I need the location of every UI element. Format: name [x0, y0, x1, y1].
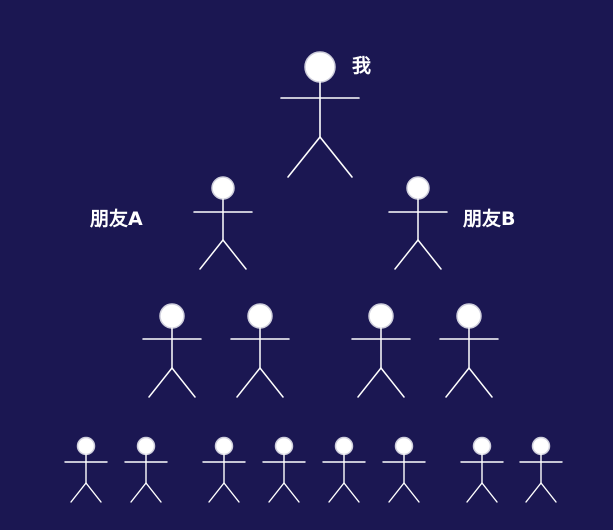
- figure-right-leg: [403, 482, 420, 503]
- figure-right-leg: [417, 239, 442, 270]
- stick-figure-third-degree-8: [519, 436, 563, 503]
- figure-left-leg: [236, 367, 261, 398]
- figure-right-leg: [468, 367, 493, 398]
- stick-figure-friends-of-friends-4: [439, 303, 499, 398]
- figure-head: [159, 303, 185, 329]
- figure-head: [211, 176, 235, 200]
- figure-head: [274, 436, 294, 456]
- figure-head: [136, 436, 156, 456]
- figure-left-leg: [268, 482, 285, 503]
- figure-left-leg: [208, 482, 225, 503]
- label-me: 我: [352, 55, 372, 77]
- figure-right-leg: [259, 367, 284, 398]
- stick-figure-third-degree-7: [460, 436, 504, 503]
- stick-figure-third-degree-3: [202, 436, 246, 503]
- figure-left-leg: [445, 367, 470, 398]
- stick-figure-third-degree-6: [382, 436, 426, 503]
- figure-head: [456, 303, 482, 329]
- stick-figure-third-degree-1: [64, 436, 108, 503]
- stick-figure-friends-of-friends-1: [142, 303, 202, 398]
- stick-figure-friends-2: [388, 176, 448, 270]
- stick-figure-friends-of-friends-3: [351, 303, 411, 398]
- figure-right-leg: [481, 482, 498, 503]
- figure-head: [394, 436, 414, 456]
- figure-right-leg: [223, 482, 240, 503]
- figure-right-leg: [319, 136, 353, 178]
- figure-right-leg: [540, 482, 557, 503]
- figure-right-leg: [171, 367, 196, 398]
- figure-head: [472, 436, 492, 456]
- figure-head: [406, 176, 430, 200]
- figure-left-leg: [394, 239, 419, 270]
- stick-figure-friends-of-friends-2: [230, 303, 290, 398]
- label-friend-b: 朋友B: [463, 208, 516, 230]
- figure-head: [247, 303, 273, 329]
- figure-right-leg: [283, 482, 300, 503]
- stick-figure-friends-1: [193, 176, 253, 270]
- figure-left-leg: [466, 482, 483, 503]
- figure-head: [76, 436, 96, 456]
- stick-figure-third-degree-5: [322, 436, 366, 503]
- label-friend-a: 朋友A: [90, 208, 143, 230]
- figure-left-leg: [287, 136, 321, 178]
- figure-head: [334, 436, 354, 456]
- figure-head: [304, 51, 336, 83]
- figure-left-leg: [130, 482, 147, 503]
- figure-left-leg: [388, 482, 405, 503]
- figure-head: [214, 436, 234, 456]
- figure-left-leg: [357, 367, 382, 398]
- stick-figure-third-degree-2: [124, 436, 168, 503]
- figure-right-leg: [85, 482, 102, 503]
- figure-head: [368, 303, 394, 329]
- stick-figure-me-1: [280, 51, 360, 178]
- figure-right-leg: [222, 239, 247, 270]
- figure-left-leg: [199, 239, 224, 270]
- stick-figure-third-degree-4: [262, 436, 306, 503]
- figure-right-leg: [145, 482, 162, 503]
- figure-right-leg: [380, 367, 405, 398]
- figure-left-leg: [328, 482, 345, 503]
- figure-head: [531, 436, 551, 456]
- figure-left-leg: [148, 367, 173, 398]
- figure-left-leg: [525, 482, 542, 503]
- figure-left-leg: [70, 482, 87, 503]
- figure-right-leg: [343, 482, 360, 503]
